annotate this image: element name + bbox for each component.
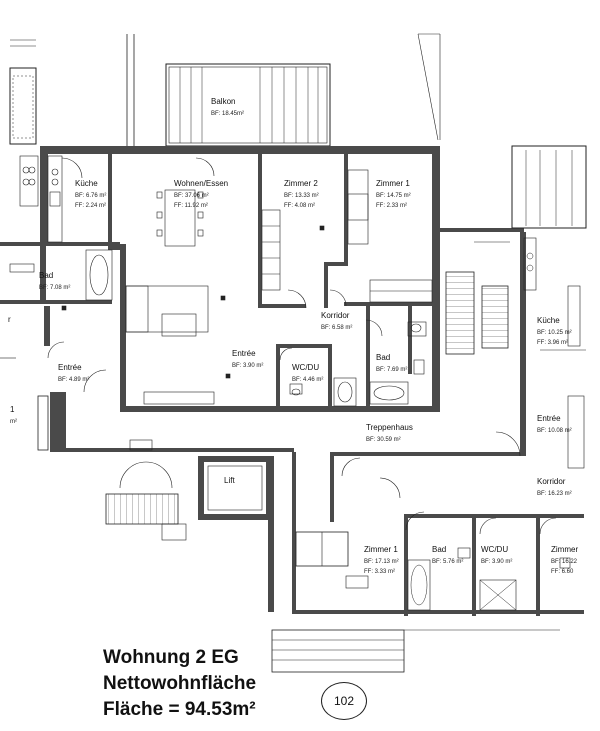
room-area-korridor-right: BF: 16.23 m² [537, 491, 572, 497]
room-name-treppenhaus: Treppenhaus [366, 423, 413, 432]
room-area-zimmer1-low: BF: 17.13 m² [364, 559, 399, 565]
room-area-entree-mid: BF: 3.90 m² [232, 363, 263, 369]
room-area-bad-left: BF: 7.08 m² [39, 285, 70, 291]
room-area-bad-low: BF: 5.76 m² [432, 559, 463, 565]
living-furniture [125, 157, 231, 405]
room-area-zimmer1-top: FF: 2.33 m² [376, 203, 407, 209]
room-area-treppenhaus: BF: 30.59 m² [366, 437, 401, 443]
room-name-korridor-mid: Korridor [321, 311, 350, 320]
room-name-kueche-left: Küche [75, 179, 98, 188]
room-area-zimmer-right: FF: 6.60 [551, 569, 574, 575]
room-name-wcdu-low: WC/DU [481, 545, 508, 554]
room-name-wohnen: Wohnen/Essen [174, 179, 228, 188]
net-living-area-label: Nettowohnfläche [103, 673, 257, 694]
bath-fixtures [61, 249, 427, 407]
room-name-entree-right: Entrée [537, 414, 561, 423]
room-name-lift: Lift [224, 476, 235, 485]
room-area-korridor-mid: BF: 6.58 m² [321, 325, 352, 331]
kitchen-left-fixtures [19, 155, 83, 243]
room-name-bad-low: Bad [432, 545, 446, 554]
room-area-zimmer-right: BF: 16.22 [551, 559, 578, 565]
right-unit [511, 145, 587, 469]
room-name-entree-left: Entrée [58, 363, 82, 372]
total-area: Fläche = 94.53m² [103, 699, 256, 720]
bedroom-furniture [261, 169, 433, 309]
room-name-wcdu-mid: WC/DU [292, 363, 319, 372]
room-area-zimmer2: BF: 13.33 m² [284, 193, 319, 199]
room-area-kueche-right: BF: 10.25 m² [537, 330, 572, 336]
room-area-entree-right: BF: 10.08 m² [537, 428, 572, 434]
room-name-balkon: Balkon [211, 97, 235, 106]
room-name-kueche-right: Küche [537, 316, 560, 325]
room-area-kueche-left: FF: 2.24 m² [75, 203, 106, 209]
room-area-kueche-left: BF: 6.76 m² [75, 193, 106, 199]
room-area-wcdu-mid: BF: 4.46 m² [292, 377, 323, 383]
room-name-bad-mid: Bad [376, 353, 390, 362]
room-name-zimmer1-top: Zimmer 1 [376, 179, 410, 188]
room-area-kueche-right: FF: 3.96 m² [537, 340, 568, 346]
room-area-bad-mid: BF: 7.69 m² [376, 367, 407, 373]
unit-title: Wohnung 2 EG [103, 647, 239, 668]
room-name-zimmer-right: Zimmer [551, 545, 578, 554]
room-area-zimmer2: FF: 4.08 m² [284, 203, 315, 209]
room-area-wohnen: BF: 37.06 m² [174, 193, 209, 199]
room-area-balkon: BF: 18.45m² [211, 111, 244, 117]
lift-shaft [198, 456, 274, 612]
unit-walls [0, 146, 440, 412]
room-area-zimmer1-low: FF: 3.33 m² [364, 569, 395, 575]
room-name-zimmer1-low: Zimmer 1 [364, 545, 398, 554]
room-name-frag-left: 1 [10, 405, 15, 414]
page-number-badge: 102 [321, 682, 367, 720]
room-name-entree-mid: Entrée [232, 349, 256, 358]
room-name-bad-left: Bad [39, 271, 53, 280]
balcony [126, 33, 441, 147]
room-area-zimmer1-top: BF: 14.75 m² [376, 193, 411, 199]
room-name-zimmer2: Zimmer 2 [284, 179, 318, 188]
room-name-korridor-right: Korridor [537, 477, 566, 486]
room-area-wohnen: FF: 11.92 m² [174, 203, 208, 209]
lower-unit [271, 511, 584, 673]
room-name-frag-r: r [8, 315, 11, 324]
room-area-wcdu-low: BF: 3.90 m² [481, 559, 512, 565]
staircase-block [62, 228, 526, 612]
left-top-fragment [9, 39, 37, 145]
room-area-entree-left: BF: 4.89 m² [58, 377, 89, 383]
room-area-frag-left: m² [10, 419, 17, 425]
